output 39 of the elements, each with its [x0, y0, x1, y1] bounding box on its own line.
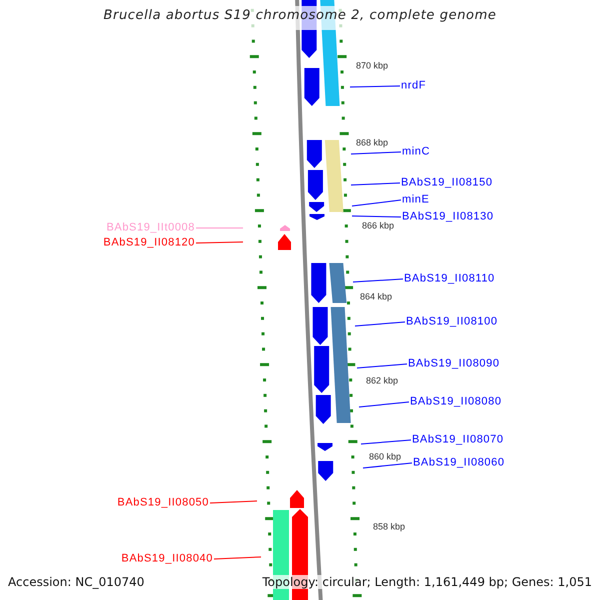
- gene-label: BAbS19_II08120: [103, 236, 195, 250]
- gene-label: BAbS19_II08040: [121, 552, 213, 566]
- genome-stats-text: Topology: circular; Length: 1,161,449 bp; Genes: 1,051: [262, 575, 592, 589]
- leader-line: [350, 182, 400, 186]
- scale-label: 858 kbp: [373, 522, 406, 532]
- gene-label: BAbS19_II08050: [117, 496, 209, 510]
- gene-label: minC: [402, 146, 430, 158]
- leader-line: [356, 364, 408, 368]
- scale-label: 864 kbp: [360, 292, 392, 302]
- scale-label: 868 kbp: [356, 138, 388, 148]
- leader-line: [352, 278, 404, 282]
- gene-label: BAbS19_II08100: [406, 316, 498, 328]
- title: Brucella abortus S19 chromosome 2, complete genome: [102, 8, 498, 23]
- leader-line: [214, 556, 262, 560]
- gene-label: BAbS19_II08060: [413, 456, 505, 470]
- leader-line: [358, 402, 410, 408]
- gene-label: BAbS19_II08130: [402, 210, 494, 224]
- leader-line: [362, 462, 412, 468]
- gene-label: BAbS19_II08110: [404, 272, 495, 286]
- scale-label: 870 kbp: [356, 60, 388, 72]
- leader-line: [354, 322, 406, 326]
- gene-label: BAbS19_II08080: [410, 396, 502, 408]
- accession-text: Accession: NC_010740: [8, 575, 144, 589]
- leader-line: [360, 440, 412, 444]
- scale-label: 860 kbp: [369, 452, 402, 462]
- leader-line: [352, 200, 402, 206]
- leader-line: [210, 500, 258, 504]
- leader-line: [350, 152, 402, 154]
- scale-label: 862 kbp: [366, 376, 398, 386]
- leader-line: [352, 216, 402, 218]
- scale-label: 866 kbp: [362, 220, 394, 232]
- gene-label: BAbS19_II08070: [412, 434, 504, 446]
- gene-label: BAbS19_II08150: [401, 176, 493, 190]
- gene-label: BAbS19_II08090: [408, 358, 500, 370]
- gene-label: nrdF: [401, 80, 426, 92]
- gene-label: BAbS19_IIt0008: [106, 222, 195, 234]
- leader-line: [196, 242, 244, 244]
- leader-line: [350, 86, 400, 88]
- gene-label: minE: [402, 194, 430, 206]
